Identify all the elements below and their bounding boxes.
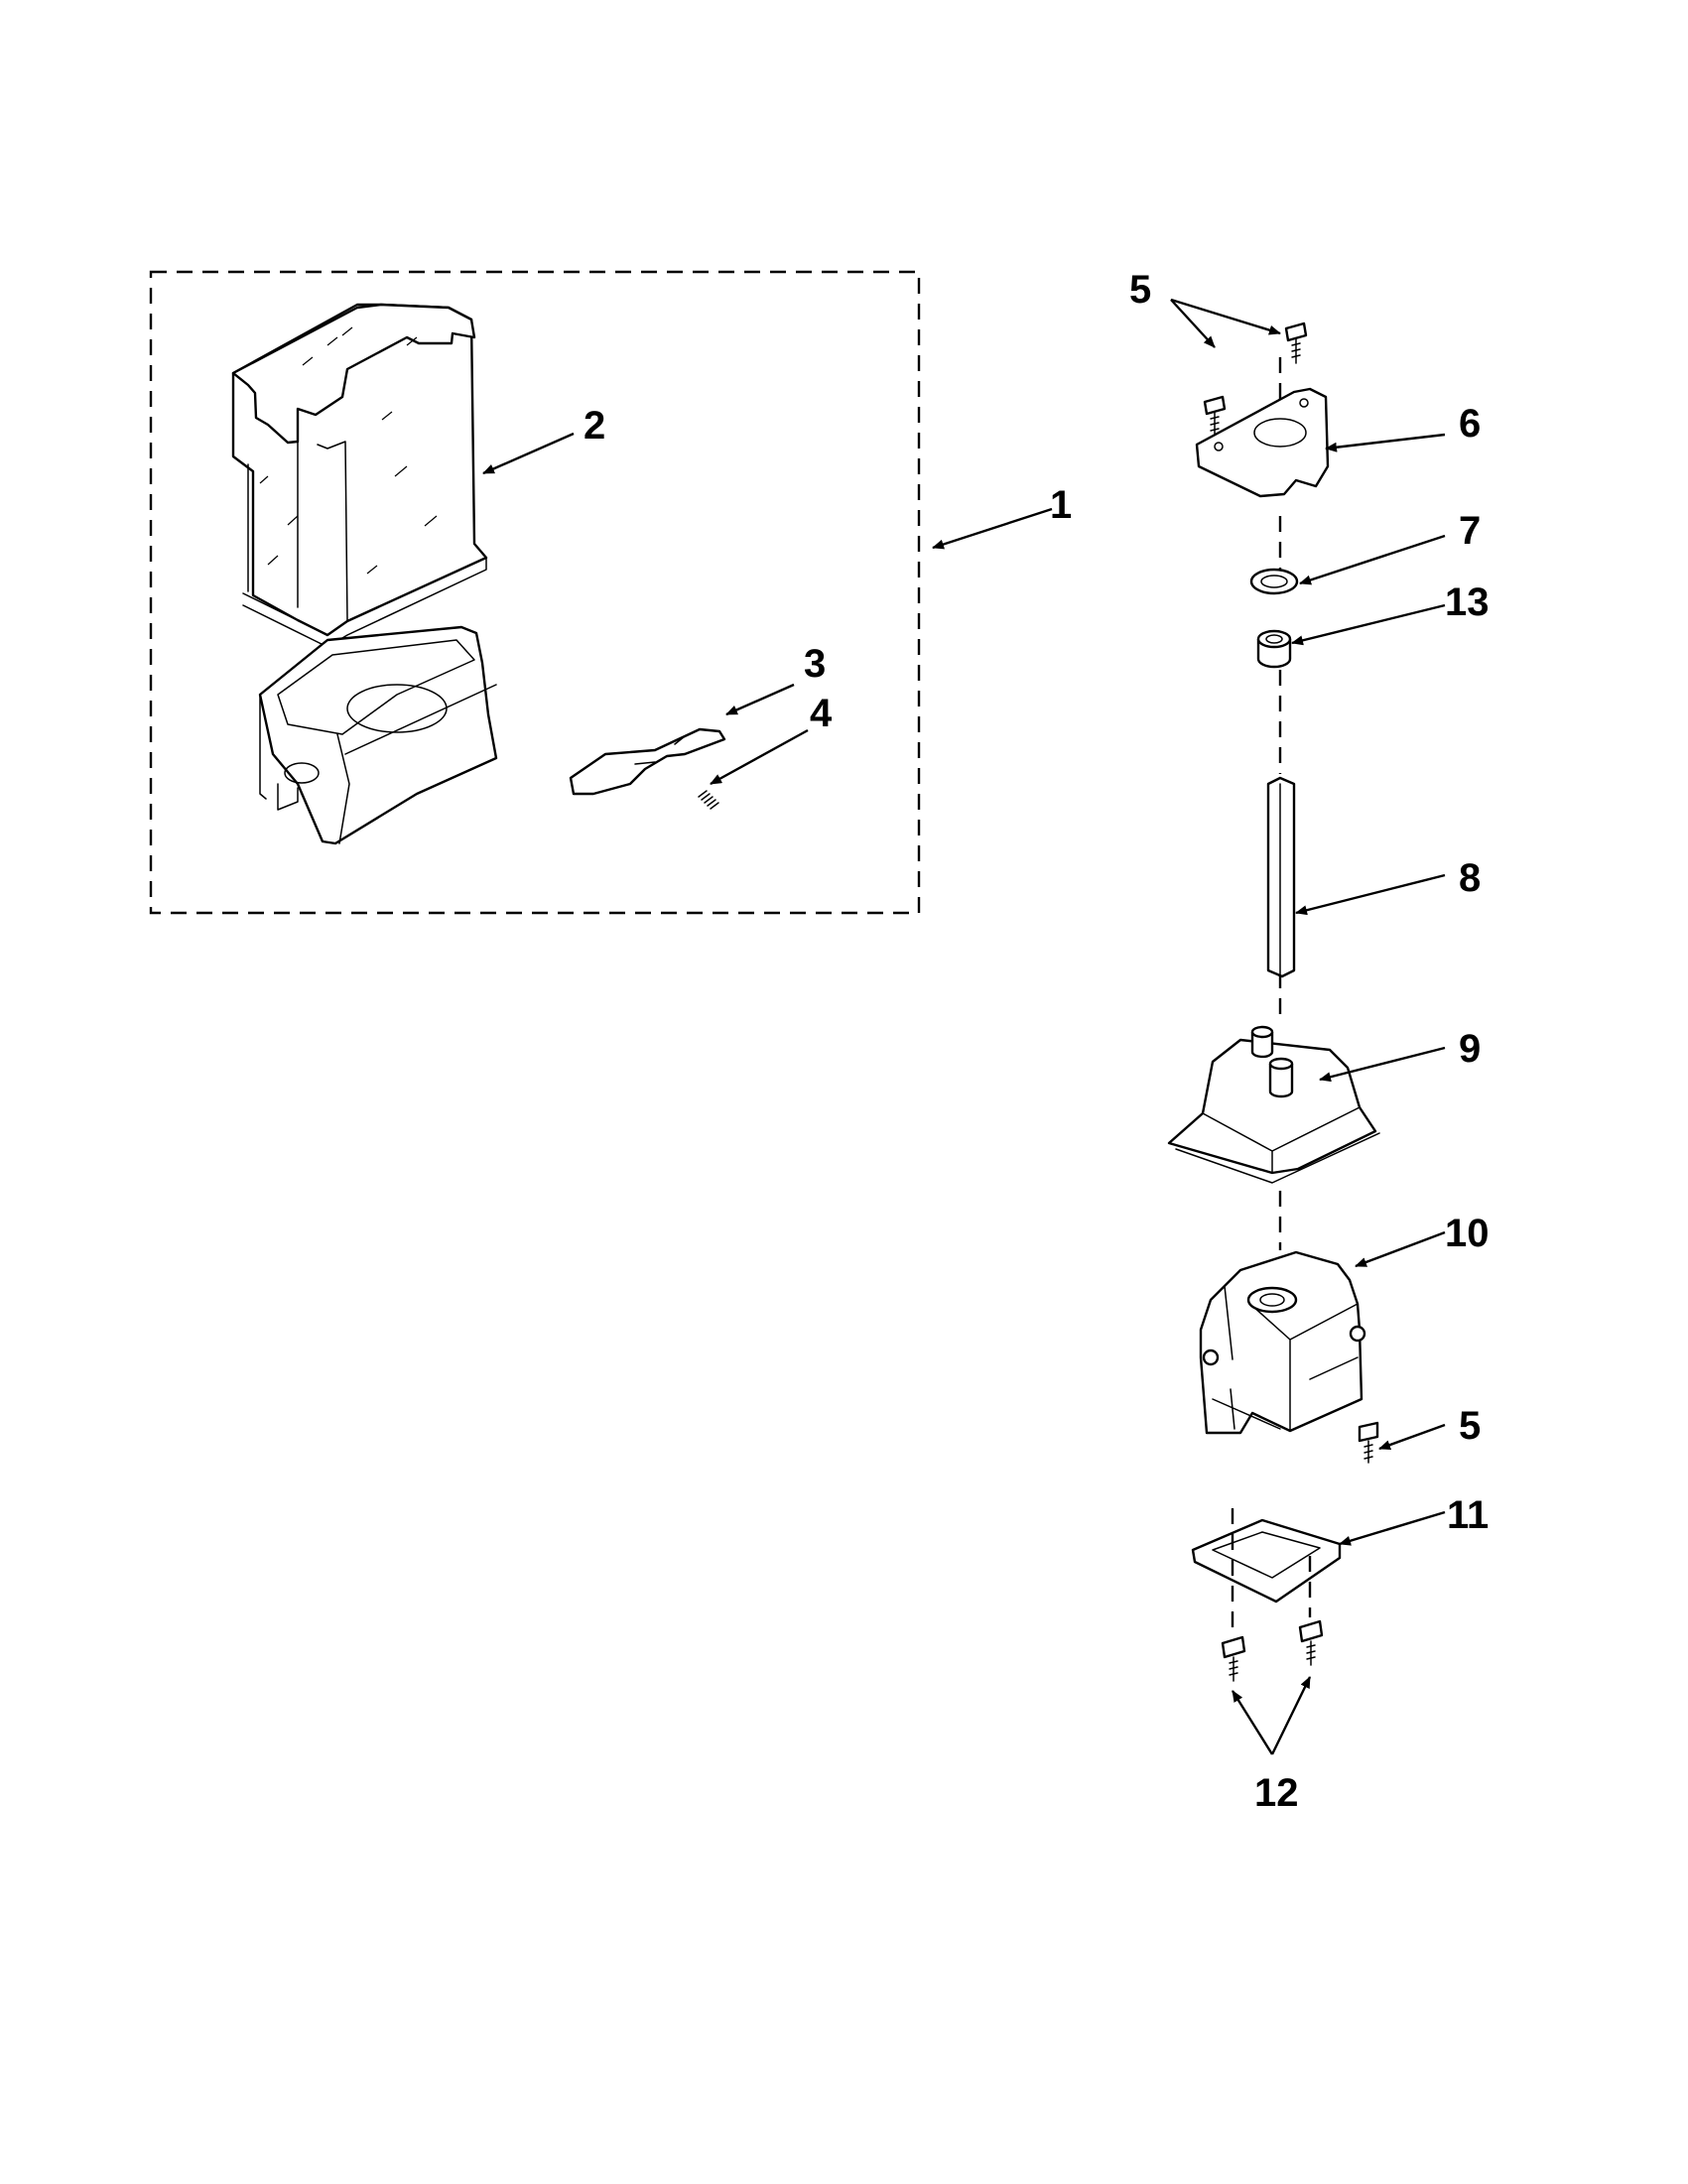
callout-6: 6 [1459, 402, 1481, 446]
part-12-screw-right[interactable] [1298, 1556, 1324, 1666]
part-11-gasket[interactable] [1191, 1518, 1342, 1604]
part-3-bracket[interactable] [569, 727, 726, 796]
callout-4: 4 [810, 692, 833, 735]
part-5-screw-top-left[interactable] [1203, 395, 1227, 438]
callout-1: 1 [1050, 483, 1072, 527]
part-8-shaft[interactable] [1266, 776, 1296, 978]
callout-7: 7 [1459, 509, 1481, 553]
part-7-washer[interactable] [1249, 568, 1299, 595]
part-5-screw-top-right[interactable] [1284, 321, 1308, 364]
bucket-base-tray[interactable] [258, 625, 498, 845]
callout-3: 3 [804, 642, 826, 686]
part-12-screw-left[interactable] [1221, 1508, 1246, 1682]
part-6-mounting-bracket[interactable] [1195, 387, 1330, 498]
part-10-gear-motor[interactable] [1199, 1250, 1366, 1435]
part-2-bucket-cover[interactable] [231, 303, 488, 648]
callout-10: 10 [1445, 1212, 1490, 1255]
callout-5-mid: 5 [1459, 1404, 1481, 1448]
part-13-bushing[interactable] [1256, 629, 1292, 669]
callout-5-top: 5 [1129, 268, 1151, 312]
callout-2: 2 [584, 404, 605, 448]
callout-12: 12 [1254, 1771, 1299, 1815]
part-5-screw-mid[interactable] [1358, 1421, 1379, 1464]
callout-9: 9 [1459, 1027, 1481, 1071]
leader-lines [482, 298, 1446, 1755]
callout-11: 11 [1447, 1493, 1489, 1537]
assembly-1-boundary [149, 270, 921, 915]
part-9-housing-cover[interactable] [1167, 1025, 1380, 1184]
part-4-spring[interactable] [698, 790, 719, 810]
callout-13: 13 [1445, 580, 1490, 624]
callout-8: 8 [1459, 856, 1481, 900]
